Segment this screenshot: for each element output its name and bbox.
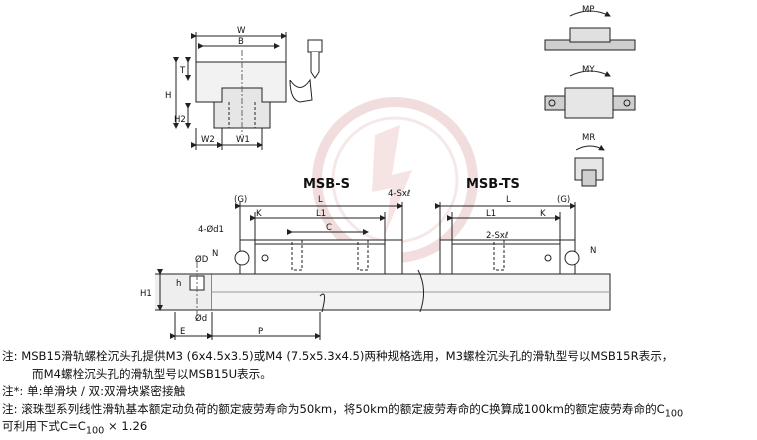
label-mr: MR: [582, 133, 595, 143]
notes-section: 注: MSB15滑轨螺栓沉头孔提供M3 (6x4.5x3.5)或M4 (7.5x…: [2, 348, 754, 436]
dim-t: T: [179, 66, 186, 76]
dim-b: B: [238, 37, 244, 47]
dim-w1: W1: [236, 135, 250, 145]
dim-k-right: K: [540, 209, 546, 219]
cross-section-view: [173, 32, 323, 150]
dim-c: C: [326, 223, 332, 233]
label-mp: MP: [582, 5, 594, 15]
note-text: 滚珠型系列线性滑轨基本额定动负荷的额定疲劳寿命为50km，将50km的额定疲劳寿…: [21, 401, 665, 416]
note-line: 注: 滚珠型系列线性滑轨基本额定动负荷的额定疲劳寿命为50km，将50km的额定…: [2, 401, 754, 419]
dim-l-left: L: [318, 195, 323, 205]
technical-drawing: W B T H H2 W2 W1 MP MY MR MSB-S MSB-TS: [140, 5, 636, 340]
label-msb-ts: MSB-TS: [466, 177, 520, 192]
cross-section-labels: W B T H H2 W2 W1: [165, 26, 250, 145]
note-line: 注: MSB15滑轨螺栓沉头孔提供M3 (6x4.5x3.5)或M4 (7.5x…: [2, 348, 754, 366]
note-text: MSB15滑轨螺栓沉头孔提供M3 (6x4.5x3.5)或M4 (7.5x5.3…: [21, 349, 674, 363]
note-subscript: 100: [85, 425, 105, 437]
dim-k-left: K: [256, 209, 262, 219]
dim-w2: W2: [201, 135, 215, 145]
side-view-labels: (G) K L L1 C 4-Sxℓ 4-Ød1 N (G) K L L1 2-…: [140, 189, 596, 337]
note-line: 而M4螺栓沉头孔的滑轨型号以MSB15U表示。: [2, 366, 754, 384]
dim-h1: H1: [140, 289, 152, 299]
dim-h2: H2: [174, 115, 186, 125]
label-msb-s: MSB-S: [303, 177, 350, 192]
dim-e: E: [180, 327, 185, 337]
note-text-after: × 1.26: [104, 419, 148, 433]
note-line: 注*: 单:单滑块 / 双:双滑块紧密接触: [2, 383, 754, 401]
moment-pitch-diagram: [544, 10, 636, 51]
note-subscript: 100: [664, 407, 684, 419]
dim-h-rail: h: [176, 279, 181, 289]
dim-g-right: (G): [557, 195, 570, 205]
dim-l1-right: L1: [486, 209, 496, 219]
dim-l-right: L: [506, 195, 511, 205]
dim-p: P: [258, 327, 263, 337]
dim-n-right: N: [590, 246, 596, 256]
dim-holes-left: 4-Sxℓ: [388, 189, 410, 199]
moment-roll-diagram: [574, 144, 605, 187]
note-prefix: 注:: [2, 401, 18, 416]
dim-l1-left: L1: [316, 209, 326, 219]
note-text: 单:单滑块 / 双:双滑块紧密接触: [26, 384, 186, 398]
note-line: 可利用下式C=C100 × 1.26: [2, 418, 754, 436]
label-my: MY: [582, 65, 595, 75]
note-prefix: 注*:: [2, 384, 24, 398]
note-text: 可利用下式C=C: [2, 419, 86, 433]
dim-od: ØD: [195, 254, 209, 265]
moment-yaw-diagram: [544, 70, 636, 119]
dim-d: Ød: [195, 313, 207, 324]
dim-n-left: N: [212, 249, 218, 259]
dim-holes-right: 2-Sxℓ: [486, 231, 508, 241]
dim-h: H: [165, 91, 171, 101]
dim-d1: 4-Ød1: [198, 224, 224, 235]
dim-g-left: (G): [234, 195, 247, 205]
note-prefix: 注:: [2, 349, 18, 363]
dim-w: W: [237, 26, 246, 36]
note-text: 而M4螺栓沉头孔的滑轨型号以MSB15U表示。: [32, 366, 272, 381]
side-view-drawing: [155, 202, 611, 340]
